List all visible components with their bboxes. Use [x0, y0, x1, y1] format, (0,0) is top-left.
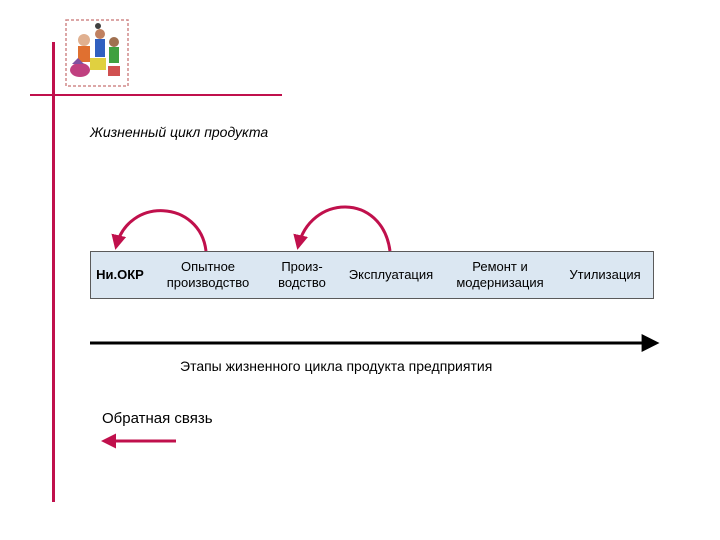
stage-production: Произ- водство — [278, 259, 326, 290]
axis-caption: Этапы жизненного цикла продукта предприя… — [180, 358, 493, 374]
feedback-arc-right — [293, 205, 392, 252]
stage-disposal: Утилизация — [569, 267, 641, 282]
decorative-vertical-line — [52, 42, 55, 502]
stage-operation: Эксплуатация — [348, 267, 434, 282]
stage-repair-modernization: Ремонт и модернизация — [456, 259, 544, 290]
lifecycle-stages-bar: Ни.ОКР Опытное производство Произ- водст… — [90, 251, 654, 299]
stage-research: Ни.ОКР — [96, 267, 144, 282]
people-clipart-icon — [65, 19, 129, 87]
page-title: Жизненный цикл продукта — [90, 124, 269, 140]
stage-pilot-production: Опытное производство — [166, 259, 250, 290]
feedback-arc-left — [111, 209, 208, 252]
feedback-legend-label: Обратная связь — [102, 410, 213, 427]
decorative-horizontal-line — [30, 94, 282, 96]
